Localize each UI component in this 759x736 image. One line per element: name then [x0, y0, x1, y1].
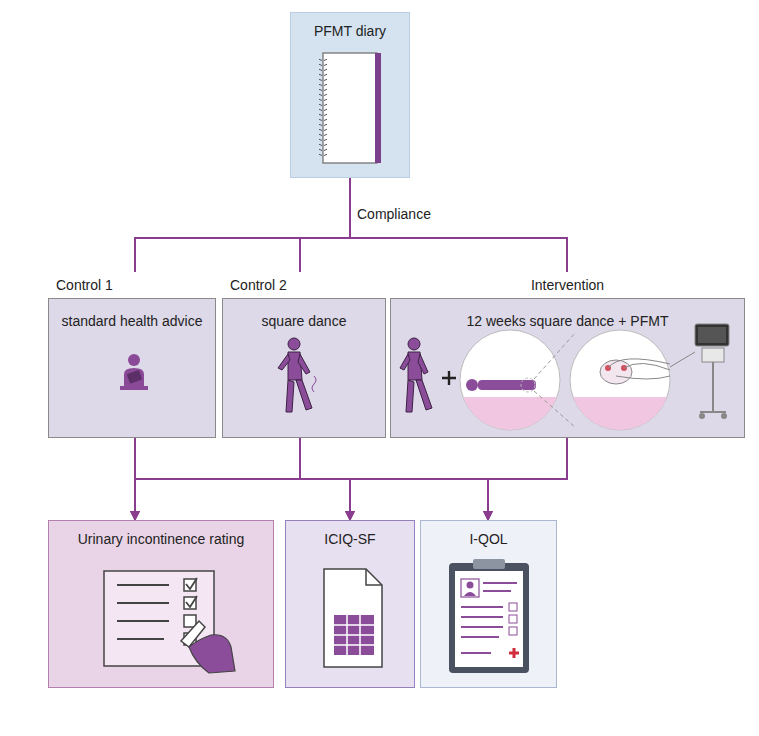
connector — [488, 438, 567, 520]
connector — [350, 178, 567, 272]
box-title: Urinary incontinence rating — [49, 521, 273, 548]
connector — [300, 178, 350, 272]
flow-label: Compliance — [355, 206, 433, 222]
reading-person-icon — [48, 272, 216, 438]
group-heading: Intervention — [390, 277, 745, 294]
group-body: square dance — [223, 299, 385, 330]
dancer-icon — [222, 272, 386, 438]
group-frame: 12 weeks square dance + PFMT — [390, 298, 745, 438]
group-box: 12 weeks square dance + PFMT Interventio… — [390, 272, 745, 438]
box-title: I-QOL — [421, 521, 556, 548]
intervention-illustration — [390, 272, 745, 438]
group-box: standard health advice Control 1 — [48, 272, 216, 438]
group-frame: standard health advice — [48, 298, 216, 438]
outcome-box: I-QOL — [420, 520, 557, 688]
connector — [135, 178, 350, 272]
group-heading: Control 1 — [56, 277, 113, 294]
outcome-box: ICIQ-SF — [285, 520, 415, 688]
connector — [135, 438, 567, 520]
box-title: PFMT diary — [291, 13, 409, 40]
group-body: 12 weeks square dance + PFMT — [391, 299, 744, 330]
outcome-box: Urinary incontinence rating — [48, 520, 274, 688]
connector — [350, 438, 567, 520]
group-box: square dance Control 2 — [222, 272, 386, 438]
box-title: ICIQ-SF — [286, 521, 414, 548]
diary-box: PFMT diary — [290, 12, 410, 178]
group-heading: Control 2 — [230, 277, 287, 294]
group-body: standard health advice — [49, 299, 215, 330]
